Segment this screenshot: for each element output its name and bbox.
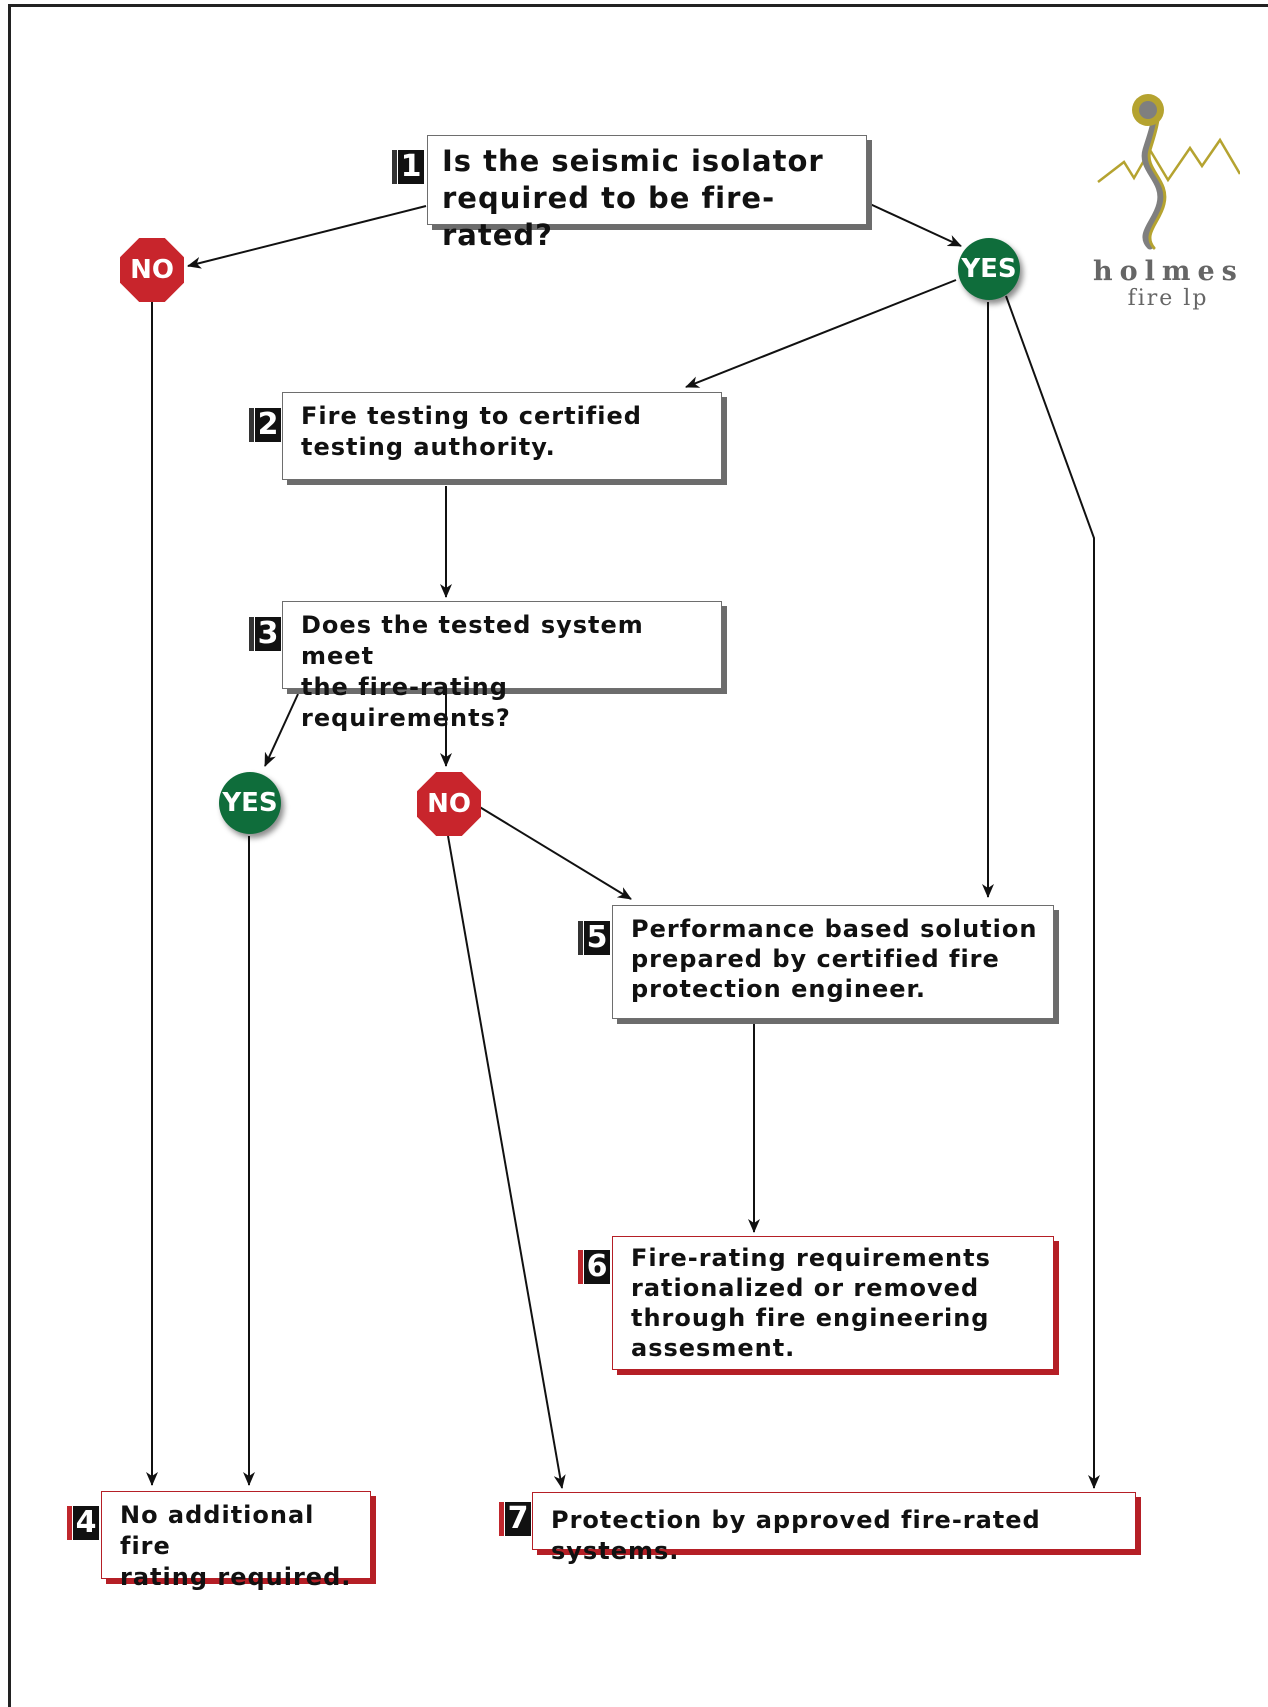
step-5-number: 5 [578,921,610,955]
step-7-box: Protection by approved fire-rated system… [532,1492,1136,1565]
step-2-number: 2 [249,408,281,442]
step-4-number: 4 [67,1506,99,1540]
decision-yes-1: YES [958,238,1020,300]
step-4-text: No additional fire rating required. [120,1501,352,1591]
step-6-text: Fire-rating requirements rationalized or… [631,1244,991,1362]
step-1-number: 1 [392,150,424,184]
logo-name: holmes [1093,256,1244,287]
decision-yes-3: YES [219,772,281,834]
arrow-yes-to-7 [1005,295,1100,1489]
arrow-1-to-yes [869,203,962,247]
step-5-box: Performance based solution prepared by c… [612,905,1054,1019]
holmes-logo-icon [1097,94,1240,250]
logo-subtitle: fire lp [1127,286,1209,311]
step-6-box: Fire-rating requirements rationalized or… [612,1236,1054,1370]
decision-no-1: NO [120,238,184,302]
step-5-text: Performance based solution prepared by c… [631,915,1038,1003]
page-frame [8,4,1268,1707]
arrow-no3-to-7 [447,835,566,1489]
arrow-no3-to-5 [477,805,632,900]
decision-no-3: NO [417,772,481,836]
arrow-yes-to-2 [685,279,957,388]
arrow-1-to-no [187,205,427,269]
step-2-text: Fire testing to certified testing author… [301,402,642,461]
step-3-box: Does the tested system meet the fire-rat… [282,601,722,732]
step-1-box: Is the seismic isolator required to be f… [427,135,867,252]
step-6-number: 6 [578,1250,610,1284]
step-7-number: 7 [499,1502,531,1536]
arrow-3-to-yes [264,693,299,767]
step-3-text: Does the tested system meet the fire-rat… [301,611,644,732]
step-1-text: Is the seismic isolator required to be f… [442,144,824,252]
step-2-box: Fire testing to certified testing author… [282,392,722,480]
step-4-box: No additional fire rating required. [101,1491,371,1591]
step-3-number: 3 [249,617,281,651]
step-7-text: Protection by approved fire-rated system… [551,1506,1041,1565]
